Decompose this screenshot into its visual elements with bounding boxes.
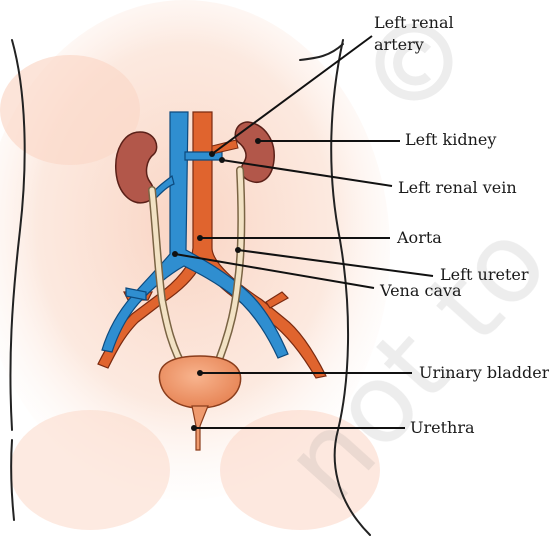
label-left-kidney: Left kidney bbox=[405, 130, 496, 150]
label-left-renal-vein: Left renal vein bbox=[398, 178, 517, 198]
label-urethra: Urethra bbox=[410, 418, 475, 438]
label-aorta: Aorta bbox=[397, 228, 442, 248]
label-urinary-bladder: Urinary bladder bbox=[419, 363, 549, 383]
label-vena-cava: Vena cava bbox=[380, 281, 462, 301]
label-left-renal-artery: Left renal artery bbox=[374, 12, 494, 56]
